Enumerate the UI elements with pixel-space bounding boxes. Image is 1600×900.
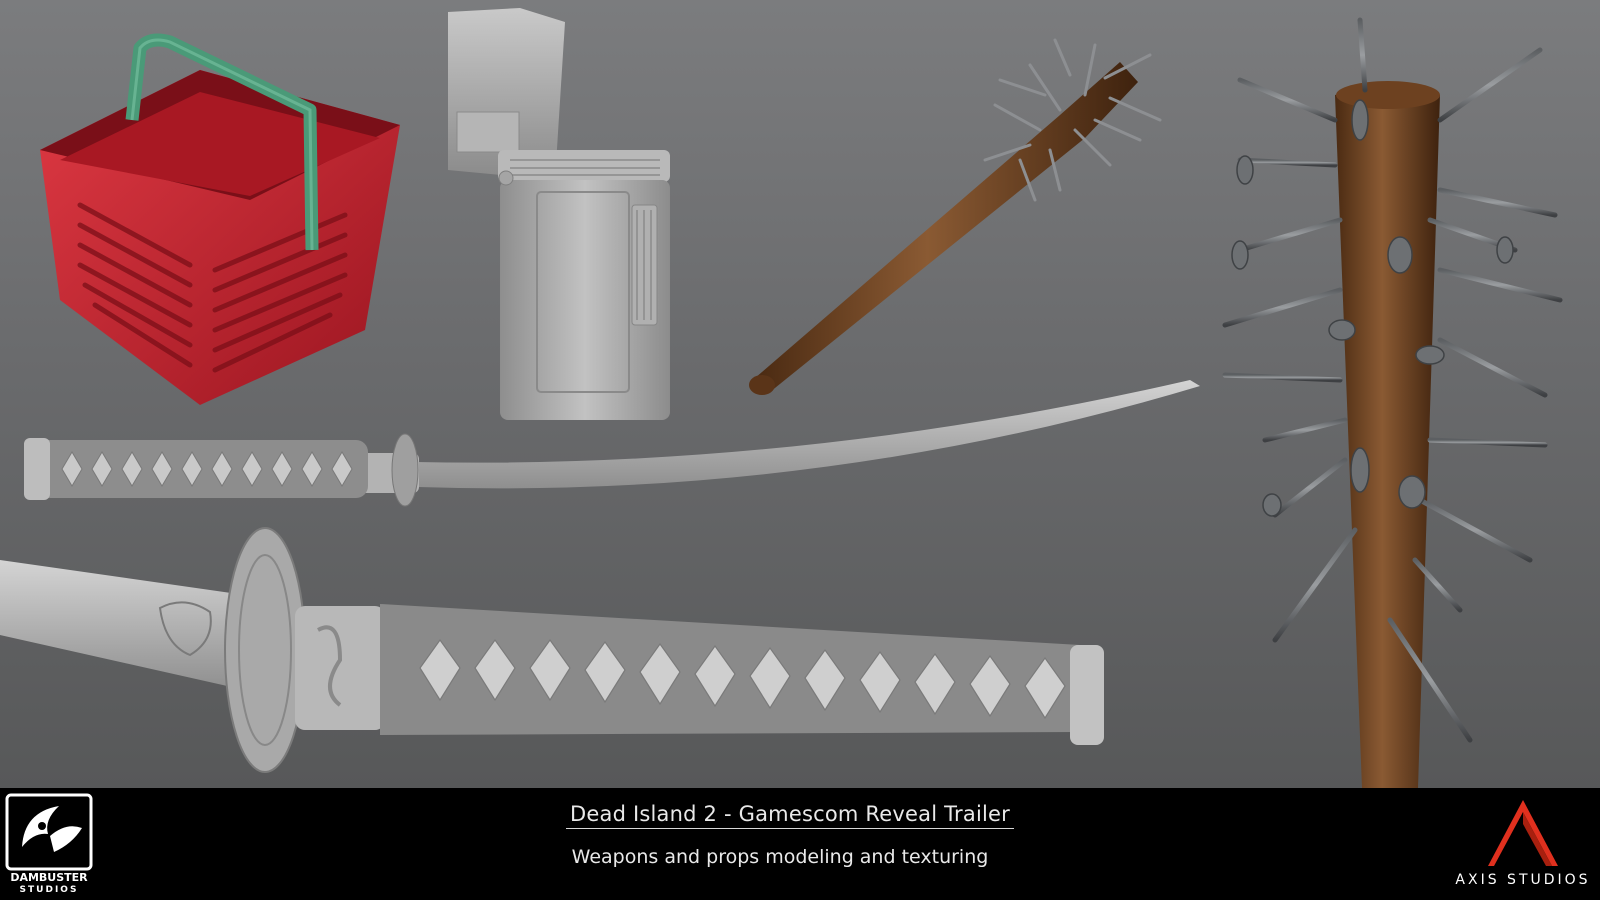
dambuster-subwordmark: STUDIOS (19, 885, 79, 895)
footer-bar: DAMBUSTER STUDIOS Dead Island 2 - Gamesc… (0, 788, 1600, 900)
axis-wordmark: AXIS STUDIOS (1455, 872, 1591, 888)
nail-bat-small (749, 38, 1162, 395)
dambuster-icon (5, 793, 93, 871)
props-render (0, 8, 1563, 788)
lighter (448, 8, 670, 420)
page-subtitle: Weapons and props modeling and texturing (571, 846, 989, 868)
katana-closeup (0, 527, 1104, 773)
katana-full (24, 380, 1200, 507)
axis-studios-logo: AXIS STUDIOS (1448, 794, 1598, 898)
nail-bat-closeup (1222, 17, 1563, 788)
render-area (0, 0, 1600, 788)
dambuster-wordmark: DAMBUSTER (10, 871, 88, 884)
page-title: Dead Island 2 - Gamescom Reveal Trailer (0, 802, 1600, 829)
dambuster-studios-logo: DAMBUSTER STUDIOS (4, 792, 94, 896)
shopping-basket (40, 33, 400, 405)
axis-icon (1488, 800, 1558, 866)
